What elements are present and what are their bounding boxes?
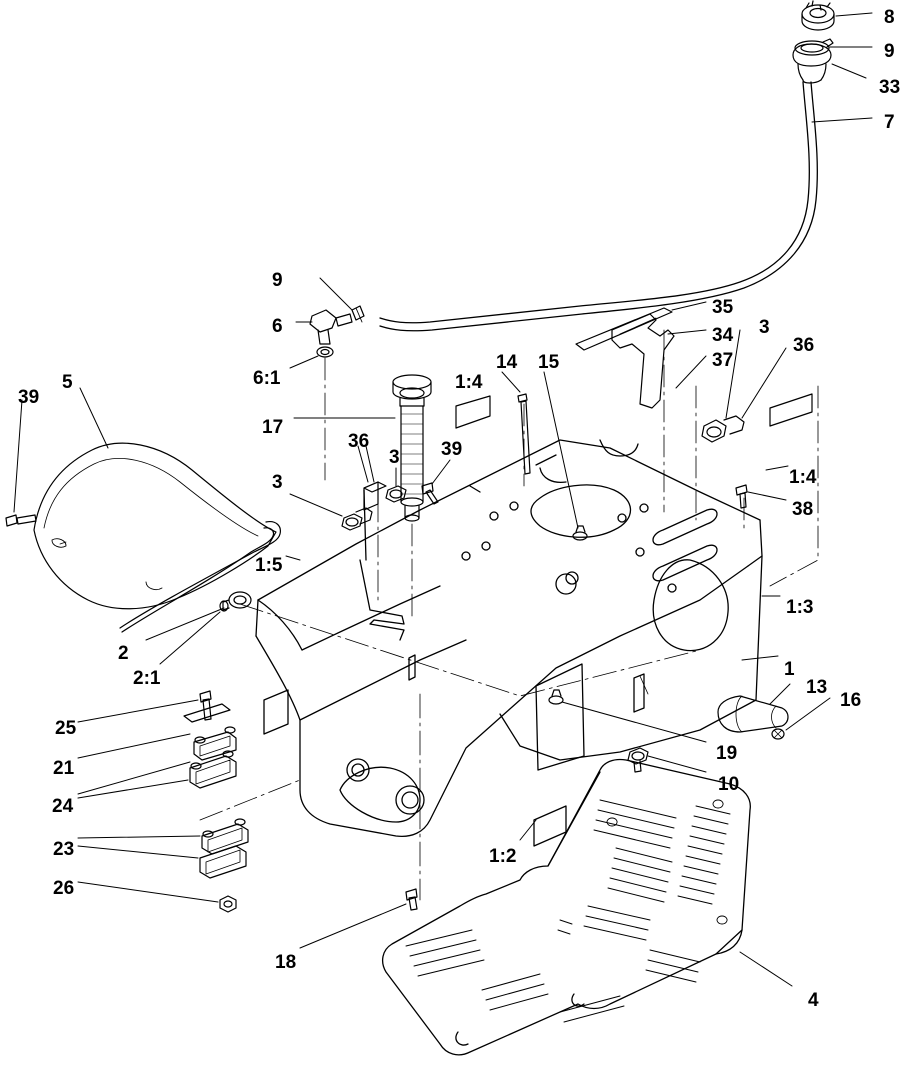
callout-26: 26: [53, 878, 75, 899]
callout-36a: 36: [793, 335, 815, 356]
part-23-clamp-lower: [199, 845, 247, 879]
callout-38: 38: [792, 499, 814, 520]
callout-3a: 3: [759, 317, 770, 338]
callout-15: 15: [538, 352, 560, 373]
callout-19: 19: [716, 743, 738, 764]
callout-10: 10: [718, 774, 740, 795]
callout-13: 13: [806, 677, 828, 698]
callout-9a: 9: [884, 41, 895, 62]
part-39-bolt-left: [5, 514, 37, 527]
part-5-left-shield: [33, 442, 277, 610]
callout-21: 21: [53, 758, 75, 779]
part-1-main-frame: [255, 439, 763, 847]
callout-1-5: 1:5: [255, 555, 283, 576]
callout-34: 34: [712, 325, 734, 346]
callout-17: 17: [262, 417, 284, 438]
callout-23: 23: [53, 839, 75, 860]
callout-39b: 39: [441, 439, 463, 460]
callout-1: 1: [784, 659, 795, 680]
part-2-bushing: [219, 591, 252, 612]
part-9-upper-clamp: [794, 38, 834, 56]
callout-35: 35: [712, 297, 734, 318]
part-36-bracket-upper: [363, 481, 387, 511]
part-4-bottom-shield: [381, 758, 751, 1056]
part-10-fitting: [627, 747, 649, 773]
callout-3c: 3: [272, 472, 283, 493]
part-35-angle-strip: [575, 307, 673, 351]
part-39-bolt-mid: [421, 482, 439, 505]
callout-37: 37: [712, 350, 734, 371]
callout-2: 2: [118, 643, 129, 664]
callout-3b: 3: [389, 447, 400, 468]
callout-14: 14: [496, 352, 518, 373]
callout-25: 25: [55, 718, 77, 739]
part-9-lower-clamp: [351, 305, 365, 323]
part-7-fuel-hose: [379, 81, 818, 332]
callout-2-1: 2:1: [133, 668, 161, 689]
callout-18: 18: [275, 952, 297, 973]
part-16-cotter-pin: [771, 728, 785, 740]
callout-24: 24: [52, 796, 74, 817]
callout-4: 4: [808, 990, 819, 1011]
callout-36b: 36: [348, 431, 370, 452]
callout-33: 33: [879, 77, 901, 98]
part-5-support-rod: [119, 521, 281, 633]
part-3-clamp-right: [701, 415, 745, 443]
callout-16: 16: [840, 690, 862, 711]
part-24-clamp-lower: [189, 750, 237, 789]
callout-1-3: 1:3: [786, 597, 814, 618]
part-19-rivet: [548, 689, 564, 705]
part-3-clamp-left: [341, 507, 373, 531]
callout-8: 8: [884, 7, 895, 28]
part-23-clamp-upper: [201, 818, 249, 855]
part-24-clamp-upper: [193, 726, 237, 761]
part-33-filler-neck: [792, 43, 832, 84]
part-38-stud: [735, 484, 748, 509]
callout-1-4b: 1:4: [789, 467, 817, 488]
part-3-clamp-mid: [385, 485, 407, 503]
callout-7: 7: [884, 112, 895, 133]
part-1-4-plate-left: [455, 395, 491, 429]
part-18-bolt: [405, 888, 418, 911]
callout-6-1: 6:1: [253, 368, 281, 389]
callout-6: 6: [272, 316, 283, 337]
part-8-fuel-cap: [801, 0, 835, 31]
part-15-rivet: [572, 525, 588, 541]
part-13-pin: [717, 695, 789, 733]
part-6-1-oring: [316, 346, 334, 358]
part-21-plate: [183, 703, 231, 723]
part-6-elbow-fitting: [309, 309, 353, 345]
part-26-nut: [219, 895, 237, 913]
callout-5: 5: [62, 372, 73, 393]
part-1-4-plate-right: [769, 393, 813, 427]
part-25-bolt: [199, 690, 212, 721]
callout-9b: 9: [272, 270, 283, 291]
part-34-support-bracket: [611, 313, 675, 409]
callout-39a: 39: [18, 387, 40, 408]
callout-1-4a: 1:4: [455, 372, 483, 393]
callout-1-2: 1:2: [489, 846, 517, 867]
